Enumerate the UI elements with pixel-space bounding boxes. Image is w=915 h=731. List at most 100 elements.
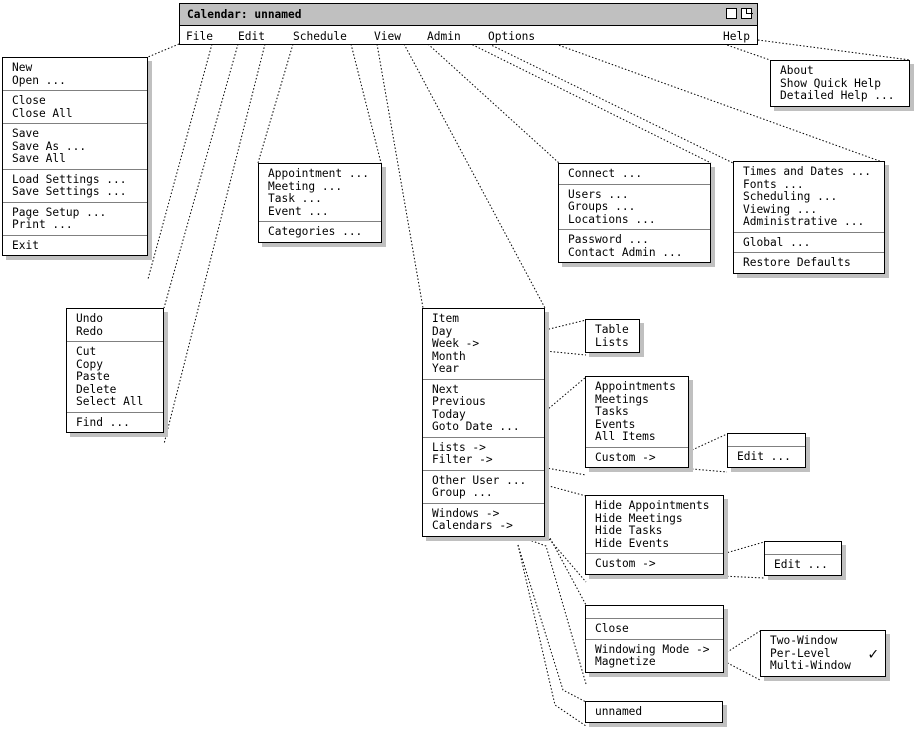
menu-item-close[interactable]: Close [595,622,629,635]
menu-item-paste[interactable]: Paste [76,370,110,383]
menu-item-item[interactable]: Item [432,312,459,325]
menu-item-event[interactable]: Event ... [268,204,329,218]
menu-item-restore-defaults[interactable]: Restore Defaults [743,256,851,269]
menu-item-save-as[interactable]: Save As ... [12,139,87,153]
menu-item-times-and-dates[interactable]: Times and Dates ... [743,165,871,178]
menu-item-open[interactable]: Open ... [12,73,66,87]
menu-admin[interactable]: Admin [427,30,461,43]
menu-item-two-window[interactable]: Two-Window [770,634,838,647]
menu-help[interactable]: Help [723,30,750,43]
menu-edit[interactable]: Edit [238,30,265,43]
menu-item-load-settings[interactable]: Load Settings ... [12,172,127,186]
menu-group: unnamed [586,702,722,722]
menu-item-close[interactable]: Close [12,94,46,107]
restore-icon[interactable] [741,8,753,19]
menu-item-save-all[interactable]: Save All [12,152,66,165]
menu-item-previous[interactable]: Previous [432,395,486,408]
menu-item-users[interactable]: Users ... [568,187,629,201]
menu-item-contact-admin[interactable]: Contact Admin ... [568,245,683,259]
menu-item-magnetize[interactable]: Magnetize [595,655,656,668]
menu-item-find[interactable]: Find ... [76,415,130,429]
menu-item-multi-window[interactable]: Multi-Window [770,659,851,672]
menu-group: Custom -> [586,554,723,574]
menu-item-week[interactable]: Week -> [432,337,480,350]
menu-item-hide-events[interactable]: Hide Events [595,536,670,550]
menu-item-close-all[interactable]: Close All [12,106,73,120]
maximize-icon[interactable] [726,8,737,19]
menu-item-custom[interactable]: Custom -> [595,557,656,570]
menu-group: Exit [3,236,147,256]
menu-item-save[interactable]: Save [12,127,39,140]
menu-item-filter[interactable]: Filter -> [432,453,493,466]
menu-item-save-settings[interactable]: Save Settings ... [12,185,127,198]
menu-item-groups[interactable]: Groups ... [568,200,636,213]
menu-item-edit[interactable]: Edit ... [774,558,828,571]
menu-item-hide-appointments[interactable]: Hide Appointments [595,499,710,512]
menu-item-events[interactable]: Events [595,417,636,431]
menu-item-calendars[interactable]: Calendars -> [432,519,513,532]
menu-item-categories[interactable]: Categories ... [268,225,363,238]
menu-item-windowing-mode[interactable]: Windowing Mode -> [595,642,710,656]
menu-view[interactable]: View [374,30,401,43]
menu-item-year[interactable]: Year [432,362,459,375]
menu-item-meeting[interactable]: Meeting ... [268,179,343,193]
menu-item-hide-tasks[interactable]: Hide Tasks [595,524,663,537]
menu-item-lists[interactable]: Lists -> [432,440,486,454]
menu-item-unnamed[interactable]: unnamed [595,705,643,718]
menu-item-task[interactable]: Task ... [268,192,322,205]
menu-item-administrative[interactable]: Administrative ... [743,215,865,228]
connector-view-left [376,43,424,309]
menu-item-print[interactable]: Print ... [12,218,73,231]
menu-item-new[interactable]: New [12,61,33,74]
menu-item-page-setup[interactable]: Page Setup ... [12,205,107,219]
menu-schedule[interactable]: Schedule [293,30,347,43]
menu-item-select-all[interactable]: Select All [76,395,144,408]
menu-item-locations[interactable]: Locations ... [568,212,656,226]
menu-item-detailed-help[interactable]: Detailed Help ... [780,89,895,102]
menu-group: Categories ... [259,222,381,242]
menu-item-viewing[interactable]: Viewing ... [743,202,818,216]
menu-item-password[interactable]: Password ... [568,233,649,246]
menu-item-hide-meetings[interactable]: Hide Meetings [595,511,683,525]
menu-item-copy[interactable]: Copy [76,357,103,371]
menu-item-lists[interactable]: Lists [595,335,629,349]
menu-item-table[interactable]: Table [595,323,629,336]
menu-item-month[interactable]: Month [432,349,466,363]
menu-item-about[interactable]: About [780,64,814,77]
menu-item-tasks[interactable]: Tasks [595,405,629,418]
menu-item-delete[interactable]: Delete [76,382,117,396]
menu-item-group[interactable]: Group ... [432,486,493,499]
menu-item-scheduling[interactable]: Scheduling ... [743,190,838,203]
menu-item-today[interactable]: Today [432,407,466,421]
menu-item-exit[interactable]: Exit [12,238,39,252]
menu-item-day[interactable]: Day [432,324,453,338]
menu-item-fonts[interactable]: Fonts ... [743,177,804,191]
menu-item-edit[interactable]: Edit ... [737,450,791,463]
menu-item-next[interactable]: Next [432,382,459,396]
menu-item-goto-date[interactable]: Goto Date ... [432,420,520,433]
calendar-window: Calendar: unnamed File Edit Schedule Vie… [179,3,758,45]
menu-item-global[interactable]: Global ... [743,235,811,249]
menu-item-custom[interactable]: Custom -> [595,450,656,464]
menu-item-all-items[interactable]: All Items [595,430,656,443]
menu-item-undo[interactable]: Undo [76,312,103,325]
menu-item-redo[interactable]: Redo [76,324,103,338]
menu-item-meetings[interactable]: Meetings [595,392,649,406]
menu-options[interactable]: Options [488,30,536,43]
menu-group: Connect ... [559,164,710,185]
menu-item-appointments[interactable]: Appointments [595,380,676,393]
menu-item-cut[interactable]: Cut [76,345,97,358]
menu-item-appointment[interactable]: Appointment ... [268,167,370,180]
menu-item-connect[interactable]: Connect ... [568,167,643,180]
menu-item-per-level[interactable]: Per-Level✓ [770,643,878,663]
connector-help-right [757,39,911,61]
schedule-menu: Appointment ...Meeting ...Task ...Event … [258,163,382,243]
menu-file[interactable]: File [186,30,213,43]
